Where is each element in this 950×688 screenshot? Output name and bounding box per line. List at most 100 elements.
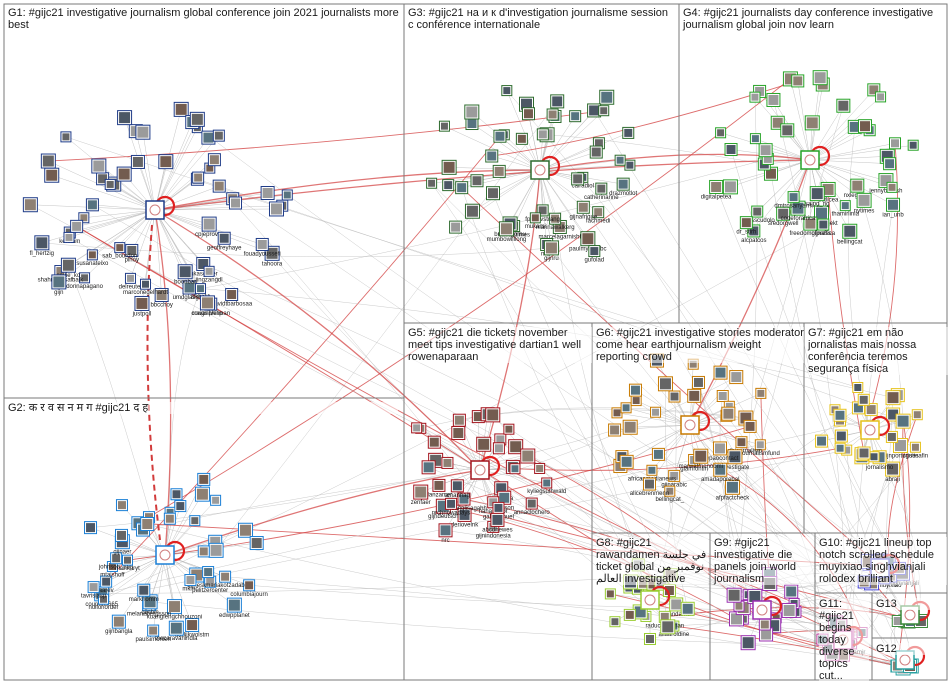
node-fl_hertzig[interactable]: fl_hertzig: [30, 235, 54, 257]
node-susanateixo[interactable]: susanateixo: [76, 249, 109, 267]
node-fachmedi[interactable]: fachmedi: [586, 206, 610, 225]
node-nollonorder[interactable]: nollonorder: [88, 593, 119, 611]
node-rawandamen[interactable]: rawandamen: [659, 597, 694, 618]
node[interactable]: [721, 406, 736, 421]
node-columbiajourn[interactable]: columbiajourn: [230, 579, 268, 598]
node-fouadyoussefi[interactable]: fouadyoussefi: [244, 237, 281, 257]
hub-node-g1[interactable]: [145, 195, 176, 220]
node[interactable]: [464, 104, 480, 120]
node-gufolad[interactable]: gufolad: [584, 245, 604, 264]
node[interactable]: [589, 145, 603, 159]
node[interactable]: [210, 494, 222, 506]
node[interactable]: [281, 189, 293, 201]
node-marinawalkerg[interactable]: marinawalkerg: [536, 212, 575, 231]
node[interactable]: [116, 166, 132, 182]
node[interactable]: [571, 172, 585, 186]
node-pinoy[interactable]: pinoy: [125, 243, 139, 263]
node[interactable]: [189, 515, 201, 527]
node[interactable]: [197, 545, 210, 558]
node[interactable]: [812, 70, 828, 86]
node[interactable]: [623, 608, 636, 621]
node[interactable]: [749, 133, 761, 145]
node[interactable]: [758, 143, 773, 158]
node-drazmotlot[interactable]: drazmotlot: [609, 177, 637, 197]
node[interactable]: [691, 375, 705, 389]
node[interactable]: [449, 220, 463, 234]
node[interactable]: [815, 434, 829, 448]
node[interactable]: [715, 127, 727, 139]
node[interactable]: [791, 74, 805, 88]
node[interactable]: [91, 158, 107, 174]
node-gijnafrique[interactable]: gijnafrique: [569, 200, 598, 220]
node[interactable]: [174, 500, 187, 513]
hub-node-g8[interactable]: [640, 585, 671, 610]
node-deriovelnk[interactable]: deriovelnk: [451, 507, 479, 528]
node[interactable]: [598, 105, 610, 117]
node[interactable]: [630, 395, 642, 407]
node-sredorgwell[interactable]: sredorgwell: [768, 206, 799, 227]
node[interactable]: [622, 126, 635, 139]
node[interactable]: [726, 587, 742, 603]
hub-node-g13[interactable]: [900, 600, 931, 625]
node[interactable]: [212, 179, 226, 193]
node[interactable]: [130, 154, 145, 169]
node[interactable]: [438, 120, 450, 132]
node-thecaravanindia[interactable]: thecaravanindia: [155, 620, 198, 642]
node-markhomm[interactable]: markhomm: [129, 583, 159, 603]
node[interactable]: [508, 439, 524, 455]
node[interactable]: [836, 98, 851, 113]
node[interactable]: [452, 413, 466, 427]
node[interactable]: [534, 462, 546, 474]
node[interactable]: [833, 408, 847, 422]
node[interactable]: [464, 203, 480, 219]
node-bbcchoy[interactable]: bbcchoy: [150, 288, 173, 309]
node[interactable]: [520, 448, 536, 464]
node[interactable]: [536, 128, 549, 141]
node[interactable]: [864, 403, 878, 417]
node[interactable]: [834, 442, 846, 454]
node-alicebrenmenn[interactable]: alicebrenmenn: [630, 477, 669, 497]
node[interactable]: [501, 85, 513, 97]
node[interactable]: [229, 196, 243, 210]
hub-node-g4[interactable]: [800, 145, 831, 170]
node[interactable]: [858, 119, 873, 134]
node[interactable]: [135, 124, 151, 140]
node[interactable]: [883, 157, 897, 171]
node[interactable]: [608, 423, 622, 437]
node-paulsimonleh[interactable]: paulsimonleh: [135, 624, 171, 643]
node-gijnru[interactable]: gijnru: [543, 240, 559, 262]
node-donnapagano[interactable]: donnapagano: [66, 272, 104, 290]
node-dr_stirh[interactable]: dr_stirh: [736, 216, 756, 236]
node[interactable]: [857, 446, 871, 460]
node[interactable]: [749, 91, 761, 103]
node-aarev[interactable]: aarev: [99, 575, 114, 594]
node[interactable]: [208, 542, 224, 558]
hub-node-g6[interactable]: [680, 410, 711, 435]
node[interactable]: [492, 164, 506, 178]
node-paulmyersbbc[interactable]: paulmyersbbc: [569, 231, 607, 253]
node-afpfactcheck[interactable]: afpfactcheck: [716, 479, 751, 501]
node[interactable]: [852, 381, 864, 393]
node[interactable]: [465, 117, 479, 131]
node-marzanglisagahh[interactable]: marzanglisagahh: [441, 492, 487, 512]
node[interactable]: [238, 522, 254, 538]
node[interactable]: [614, 154, 626, 166]
node-jingzangdl[interactable]: jingzangdl: [195, 265, 223, 283]
node[interactable]: [60, 131, 72, 143]
node[interactable]: [441, 159, 457, 175]
node-nytimes[interactable]: nytimes: [854, 192, 875, 214]
node[interactable]: [427, 435, 441, 449]
node[interactable]: [668, 390, 681, 403]
node[interactable]: [804, 115, 820, 131]
node[interactable]: [70, 219, 84, 233]
node[interactable]: [63, 231, 75, 243]
node-catherinanne[interactable]: catherinanne: [584, 182, 619, 201]
node-amanhag[interactable]: amanhag: [445, 479, 470, 499]
node[interactable]: [117, 110, 133, 126]
node[interactable]: [569, 110, 582, 123]
node[interactable]: [44, 167, 60, 183]
node[interactable]: [421, 460, 436, 475]
node[interactable]: [22, 197, 38, 213]
node[interactable]: [260, 186, 275, 201]
node-thamirlinia[interactable]: thamirlinia: [832, 200, 860, 218]
